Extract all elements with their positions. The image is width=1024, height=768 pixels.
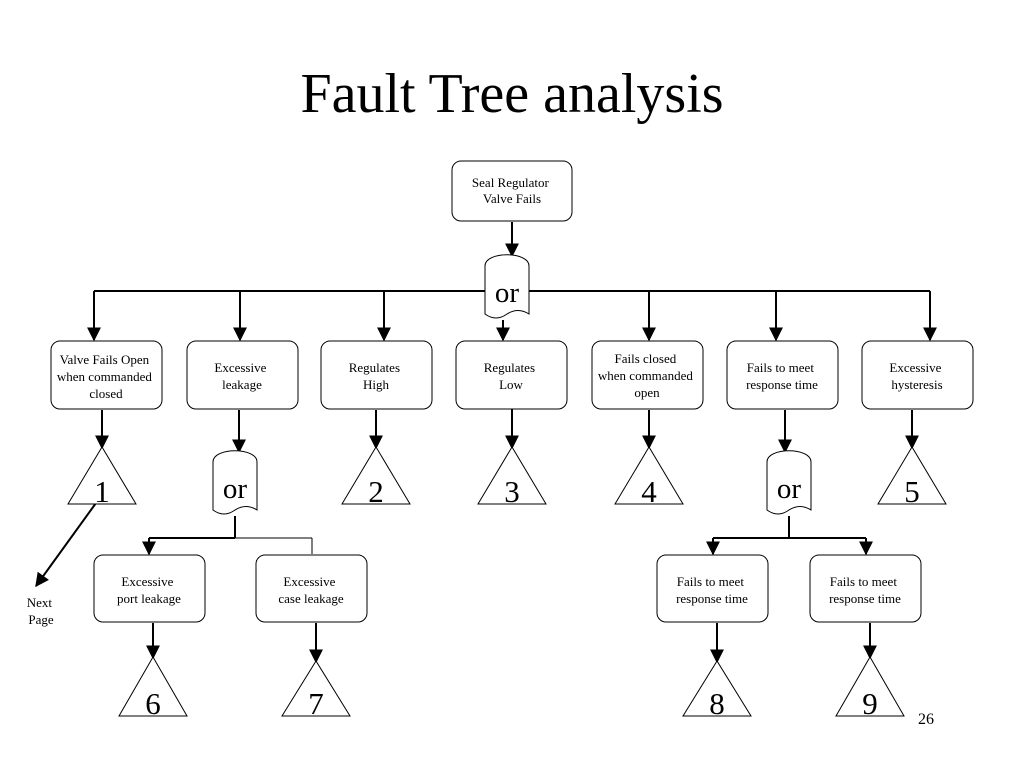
event-valve-fails-open: Valve Fails Open when commanded closed bbox=[50, 340, 163, 410]
event-line: open bbox=[634, 385, 660, 400]
next-page-label: Next Page bbox=[27, 595, 56, 627]
next-page-arrow bbox=[35, 502, 97, 588]
event-line: High bbox=[363, 377, 390, 392]
event-line: Regulates bbox=[349, 360, 400, 375]
event-excessive-leakage: Excessive leakage bbox=[186, 340, 299, 410]
transfer-triangle-5: 5 bbox=[877, 446, 947, 509]
event-line: Fails to meet bbox=[677, 574, 745, 589]
gate-label: or bbox=[223, 473, 248, 505]
transfer-triangle-9: 9 bbox=[835, 655, 905, 721]
event-line: closed bbox=[89, 386, 123, 401]
event-response-time-a: Fails to meet response time bbox=[656, 554, 769, 623]
slide-title: Fault Tree analysis bbox=[300, 63, 724, 125]
svg-text:Seal Regulator Valve: Seal Regulator Valve Fails bbox=[472, 175, 552, 206]
event-line: Regulates bbox=[484, 360, 535, 375]
event-line: case leakage bbox=[278, 591, 344, 606]
transfer-triangle-2: 2 bbox=[341, 446, 411, 509]
event-line: Fails to meet bbox=[830, 574, 898, 589]
event-fails-response-time: Fails to meet response time bbox=[726, 340, 839, 410]
transfer-number: 3 bbox=[504, 474, 520, 509]
next-page-line: Page bbox=[28, 612, 54, 627]
event-line: Excessive bbox=[889, 360, 941, 375]
transfer-number: 4 bbox=[641, 474, 657, 509]
transfer-number: 8 bbox=[709, 686, 725, 721]
page-number: 26 bbox=[918, 711, 934, 728]
or-gate-main: or bbox=[484, 254, 530, 319]
event-line: when commanded bbox=[57, 369, 152, 384]
svg-text:Excessive leakage: Excessive leakage bbox=[214, 360, 269, 392]
transfer-number: 7 bbox=[308, 686, 324, 721]
svg-text:Fails to meet response: Fails to meet response time bbox=[746, 360, 818, 392]
event-line: response time bbox=[746, 377, 818, 392]
transfer-triangle-8: 8 bbox=[682, 660, 752, 721]
event-line: response time bbox=[676, 591, 748, 606]
transfer-triangle-4: 4 bbox=[614, 446, 684, 509]
top-event-line: Seal Regulator bbox=[472, 175, 550, 190]
event-line: response time bbox=[829, 591, 901, 606]
event-line: Fails to meet bbox=[747, 360, 815, 375]
svg-text:Fails to meet response: Fails to meet response time bbox=[676, 574, 748, 606]
gate-label: or bbox=[495, 277, 520, 309]
event-excessive-hysteresis: Excessive hysteresis bbox=[861, 340, 974, 410]
event-line: Excessive bbox=[214, 360, 266, 375]
next-page-line: Next bbox=[27, 595, 53, 610]
transfer-triangle-7: 7 bbox=[281, 660, 351, 721]
or-gate-leakage: or bbox=[212, 450, 258, 515]
transfer-triangle-3: 3 bbox=[477, 446, 547, 509]
event-fails-closed: Fails closed when commanded open bbox=[591, 340, 704, 410]
svg-text:Regulates High: Regulates High bbox=[349, 360, 404, 392]
transfer-number: 1 bbox=[94, 474, 110, 509]
event-response-time-b: Fails to meet response time bbox=[809, 554, 922, 623]
transfer-number: 5 bbox=[904, 474, 920, 509]
transfer-triangle-6: 6 bbox=[118, 655, 188, 721]
svg-text:Excessive port leakage: Excessive port leakage bbox=[117, 574, 181, 606]
event-line: Excessive bbox=[283, 574, 335, 589]
event-line: Valve Fails Open bbox=[60, 352, 150, 367]
event-line: port leakage bbox=[117, 591, 181, 606]
top-event: Seal Regulator Valve Fails bbox=[451, 160, 573, 222]
event-line: leakage bbox=[222, 377, 262, 392]
svg-text:Fails closed when comm: Fails closed when commanded open bbox=[598, 351, 696, 400]
event-case-leakage: Excessive case leakage bbox=[255, 554, 368, 623]
event-regulates-low: Regulates Low bbox=[455, 340, 568, 410]
or-gate-response: or bbox=[766, 450, 812, 515]
transfer-number: 6 bbox=[145, 686, 161, 721]
top-event-line: Valve Fails bbox=[483, 191, 541, 206]
svg-text:Excessive hysteresis: Excessive hysteresis bbox=[889, 360, 944, 392]
event-line: Excessive bbox=[121, 574, 173, 589]
gate-label: or bbox=[777, 473, 802, 505]
event-line: Fails closed bbox=[615, 351, 677, 366]
svg-text:Regulates Low: Regulates Low bbox=[484, 360, 539, 392]
event-regulates-high: Regulates High bbox=[320, 340, 433, 410]
event-port-leakage: Excessive port leakage bbox=[93, 554, 206, 623]
transfer-number: 9 bbox=[862, 686, 878, 721]
event-line: Low bbox=[499, 377, 523, 392]
transfer-number: 2 bbox=[368, 474, 384, 509]
svg-text:Valve Fails Open when: Valve Fails Open when commanded closed bbox=[57, 352, 155, 401]
event-line: when commanded bbox=[598, 368, 693, 383]
svg-text:Excessive case leakage: Excessive case leakage bbox=[278, 574, 344, 606]
event-line: hysteresis bbox=[891, 377, 942, 392]
svg-text:Fails to meet response: Fails to meet response time bbox=[829, 574, 901, 606]
transfer-triangle-1: 1 bbox=[67, 446, 137, 509]
